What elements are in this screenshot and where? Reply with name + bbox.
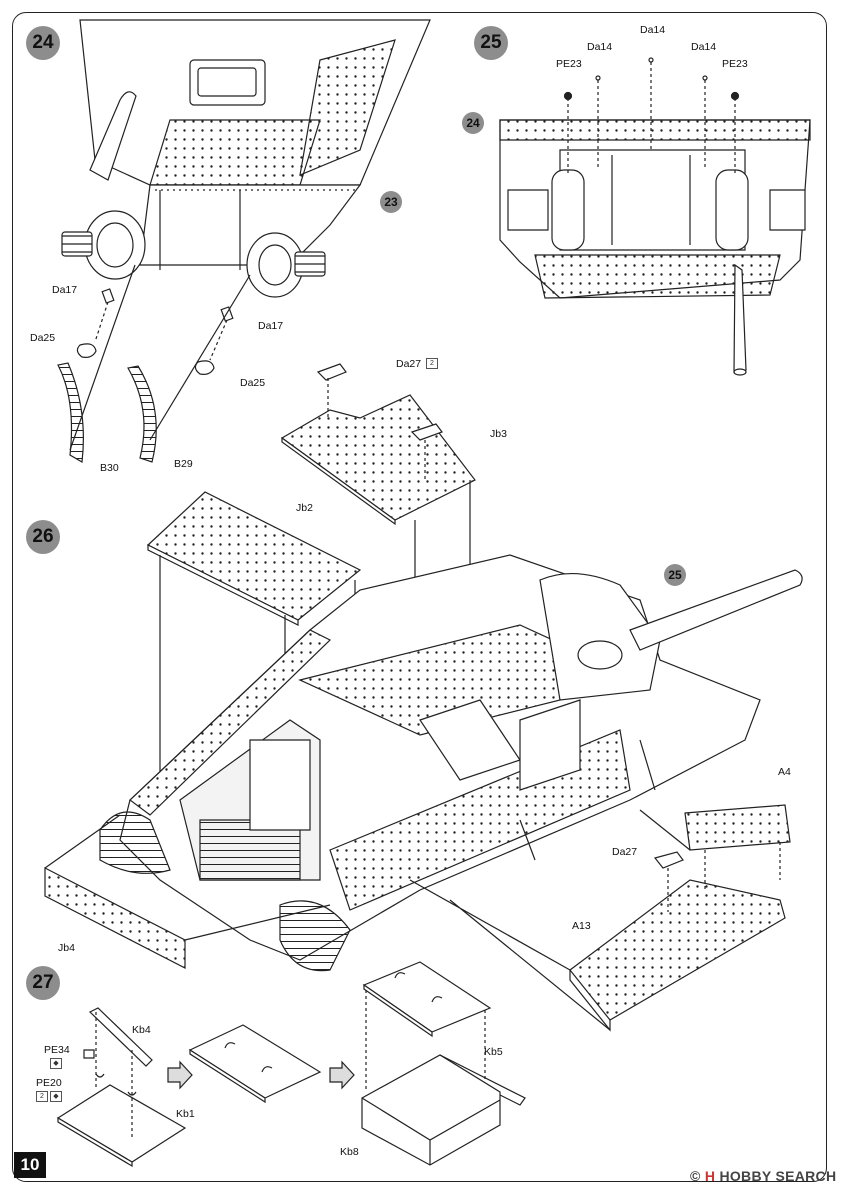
part-label-pe23-left: PE23: [556, 58, 582, 70]
part-label-da17-left: Da17: [52, 284, 78, 296]
page-number: 10: [14, 1152, 46, 1178]
watermark: © H HOBBY SEARCH: [690, 1168, 836, 1184]
step25-illustration: [500, 58, 810, 375]
part-label-b30: B30: [100, 462, 119, 474]
step24-illustration: [58, 20, 430, 462]
ref-step-24-badge: 24: [462, 112, 484, 134]
part-label-jb2: Jb2: [296, 502, 313, 514]
part-label-a13: A13: [572, 920, 591, 932]
watermark-text: HOBBY SEARCH: [719, 1168, 837, 1184]
part-label-kb8: Kb8: [340, 1146, 359, 1158]
step-25-badge: 25: [474, 26, 508, 60]
part-label-kb5: Kb5: [484, 1046, 503, 1058]
part-label-jb4: Jb4: [58, 942, 75, 954]
part-label-kb4: Kb4: [132, 1024, 151, 1036]
part-label-pe23-right: PE23: [722, 58, 748, 70]
part-label-jb3: Jb3: [490, 428, 507, 440]
copyright-mark: ©: [690, 1168, 701, 1184]
photo-etch-icon: ◆: [50, 1091, 62, 1102]
step27-illustration: [58, 962, 525, 1166]
quantity-icon: 2: [426, 358, 438, 369]
part-label-da14-center: Da14: [640, 24, 666, 36]
part-label-da14-left: Da14: [587, 41, 613, 53]
step-26-badge: 26: [26, 520, 60, 554]
part-label-pe34: PE34: [44, 1044, 70, 1056]
step-24-badge: 24: [26, 26, 60, 60]
part-label-kb1: Kb1: [176, 1108, 195, 1120]
part-label-da27-top: Da27: [396, 358, 422, 370]
part-label-da17-right: Da17: [258, 320, 284, 332]
step26-illustration: [45, 364, 802, 1030]
page-frame: [12, 12, 827, 1182]
part-label-da25-right: Da25: [240, 377, 266, 389]
step-27-badge: 27: [26, 966, 60, 1000]
ref-step-23-badge: 23: [380, 191, 402, 213]
part-label-a4: A4: [778, 766, 791, 778]
part-label-pe20: PE20: [36, 1077, 62, 1089]
photo-etch-icon: ◆: [50, 1058, 62, 1069]
part-label-da14-right: Da14: [691, 41, 717, 53]
quantity-icon: 2: [36, 1091, 48, 1102]
ref-step-25-badge: 25: [664, 564, 686, 586]
part-label-da25-left: Da25: [30, 332, 56, 344]
part-label-b29: B29: [174, 458, 193, 470]
hobby-search-logo-icon: H: [704, 1168, 716, 1184]
part-label-da27-right: Da27: [612, 846, 638, 858]
